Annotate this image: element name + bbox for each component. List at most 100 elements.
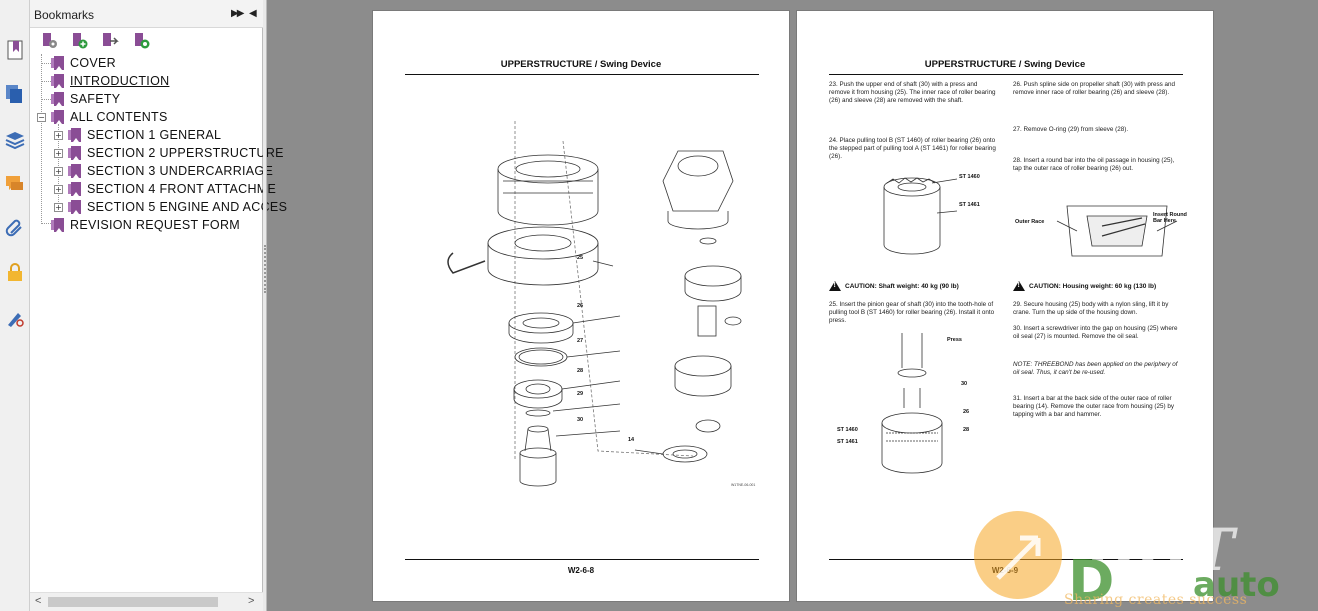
exploded-view-diagram xyxy=(447,121,742,487)
tool-label: ST 1460 xyxy=(959,174,980,180)
bookmark-ribbon-icon xyxy=(51,110,64,124)
lock-icon[interactable] xyxy=(3,260,27,284)
step-27: 27. Remove O-ring (29) from sleeve (28). xyxy=(1013,126,1129,133)
bookmark-ribbon-icon xyxy=(68,200,81,214)
collapse-toggle[interactable]: − xyxy=(37,112,46,122)
watermark-brand: auto xyxy=(1193,565,1280,605)
bookmark-section-1[interactable]: + SECTION 1 GENERAL xyxy=(54,126,221,144)
attachments-icon[interactable] xyxy=(3,216,27,240)
pulling-tool-figure xyxy=(883,177,958,255)
heading-rule xyxy=(829,74,1183,75)
part-label: Insert Round Bar Here xyxy=(1153,212,1187,224)
bookmark-section-2[interactable]: + SECTION 2 UPPERSTRUCTURE xyxy=(54,144,284,162)
panel-header: Bookmarks ▶▶ ◀ xyxy=(30,0,263,28)
watermark-tagline: Sharing creates success xyxy=(1064,592,1248,608)
step-28: 28. Insert a round bar into the oil pass… xyxy=(1013,157,1175,172)
bookmark-ribbon-icon xyxy=(68,182,81,196)
bookmark-label: COVER xyxy=(70,56,116,70)
bookmark-ribbon-icon xyxy=(68,128,81,142)
svg-text:DHT: DHT xyxy=(1084,516,1238,584)
page-heading: UPPERSTRUCTURE / Swing Device xyxy=(500,59,662,70)
svg-text:D: D xyxy=(1068,549,1114,611)
bookmark-safety[interactable]: SAFETY xyxy=(51,90,121,108)
bookmark-ribbon-icon xyxy=(51,218,64,232)
step-30: 30. Insert a screwdriver into the gap on… xyxy=(1013,325,1178,340)
callout-label: 29 xyxy=(577,391,584,397)
expand-toggle[interactable]: + xyxy=(54,130,63,140)
document-page-left: UPPERSTRUCTURE / Swing Device xyxy=(372,10,790,602)
tree-connector xyxy=(58,124,59,206)
bookmark-find-icon[interactable] xyxy=(132,31,152,51)
step-31: 31. Insert a bar at the back side of the… xyxy=(1013,395,1175,418)
splitter-grip[interactable] xyxy=(264,245,266,293)
bookmark-introduction[interactable]: INTRODUCTION xyxy=(51,72,170,90)
bookmark-ribbon-icon xyxy=(51,56,64,70)
tree-connector xyxy=(41,99,53,100)
signature-icon[interactable] xyxy=(3,306,27,330)
heading-rule xyxy=(405,74,759,75)
bookmark-label: SECTION 1 GENERAL xyxy=(87,128,222,142)
scroll-right-arrow[interactable]: > xyxy=(248,595,255,607)
bookmark-options-icon[interactable] xyxy=(40,31,60,51)
bookmark-section-5[interactable]: + SECTION 5 ENGINE AND ACCES xyxy=(54,198,287,216)
bookmark-label: ALL CONTENTS xyxy=(70,110,168,124)
scroll-left-arrow[interactable]: < xyxy=(35,595,42,607)
bookmark-ribbon-icon xyxy=(68,146,81,160)
scroll-thumb[interactable] xyxy=(48,597,218,607)
step-25: 25. Insert the pinion gear of shaft (30)… xyxy=(829,301,995,324)
step-26: 26. Push spline side on propeller shaft … xyxy=(1013,81,1176,96)
new-bookmark-icon[interactable] xyxy=(70,31,90,51)
bookmark-all-contents[interactable]: − ALL CONTENTS xyxy=(37,108,168,126)
footer-rule xyxy=(405,559,759,560)
bookmark-label: SECTION 3 UNDERCARRIAGE xyxy=(87,164,274,178)
bookmark-label: SECTION 4 FRONT ATTACHME xyxy=(87,182,277,196)
bookmark-label: INTRODUCTION xyxy=(70,74,170,88)
warning-icon xyxy=(829,281,841,291)
bookmarks-panel: Bookmarks ▶▶ ◀ COVER INTRODUCTION xyxy=(30,0,287,611)
page-number: W2-6-8 xyxy=(567,566,595,575)
callout-label: 25 xyxy=(577,255,584,261)
callout-label: 30 xyxy=(961,381,968,387)
document-page-right: UPPERSTRUCTURE / Swing Device 23. Push t… xyxy=(796,10,1214,602)
bookmark-label: SECTION 5 ENGINE AND ACCES xyxy=(87,200,288,214)
caution-shaft-weight: CAUTION: Shaft weight: 40 kg (90 lb) xyxy=(829,281,959,291)
bookmark-icon[interactable] xyxy=(3,38,27,62)
expand-toggle[interactable]: + xyxy=(54,202,63,212)
panel-splitter[interactable] xyxy=(263,0,267,611)
panel-title: Bookmarks xyxy=(34,8,95,22)
expand-toggle[interactable]: + xyxy=(54,148,63,158)
bookmark-ribbon-icon xyxy=(51,74,64,88)
callout-label: 27 xyxy=(577,338,584,344)
expand-panel-button[interactable]: ▶▶ xyxy=(231,8,244,19)
part-label: Outer Race xyxy=(1015,219,1045,225)
tree-connector xyxy=(41,54,42,224)
bookmark-section-4[interactable]: + SECTION 4 FRONT ATTACHME xyxy=(54,180,276,198)
bookmarks-toolbar xyxy=(30,28,263,54)
bookmark-label: SECTION 2 UPPERSTRUCTURE xyxy=(87,146,284,160)
expand-toggle[interactable]: + xyxy=(54,184,63,194)
callout-label: 14 xyxy=(628,437,635,443)
expand-bookmark-icon[interactable] xyxy=(100,31,120,51)
step-29: 29. Secure housing (25) body with a nylo… xyxy=(1013,301,1169,316)
comments-icon[interactable] xyxy=(3,172,27,196)
warning-icon xyxy=(1013,281,1025,291)
step-24: 24. Place pulling tool B (ST 1460) of ro… xyxy=(829,137,996,160)
bookmark-ribbon-icon xyxy=(68,164,81,178)
tree-connector xyxy=(41,81,53,82)
housing-section-figure xyxy=(1056,205,1178,257)
pages-icon[interactable] xyxy=(3,82,27,106)
figure-id: W1TNE-06-001 xyxy=(731,483,756,487)
layers-icon[interactable] xyxy=(3,128,27,152)
expand-toggle[interactable]: + xyxy=(54,166,63,176)
tree-connector xyxy=(41,223,53,224)
bookmark-revision-request[interactable]: REVISION REQUEST FORM xyxy=(51,216,240,234)
horizontal-scrollbar[interactable]: < > xyxy=(30,592,263,611)
step-23: 23. Push the upper end of shaft (30) wit… xyxy=(829,81,996,104)
collapse-panel-button[interactable]: ◀ xyxy=(249,8,257,19)
callout-label: 28 xyxy=(963,427,970,433)
bookmark-section-3[interactable]: + SECTION 3 UNDERCARRIAGE xyxy=(54,162,273,180)
tree-connector xyxy=(41,63,53,64)
bookmark-cover[interactable]: COVER xyxy=(51,54,116,72)
bookmark-label: SAFETY xyxy=(70,92,121,106)
tool-label: ST 1460 xyxy=(837,427,858,433)
